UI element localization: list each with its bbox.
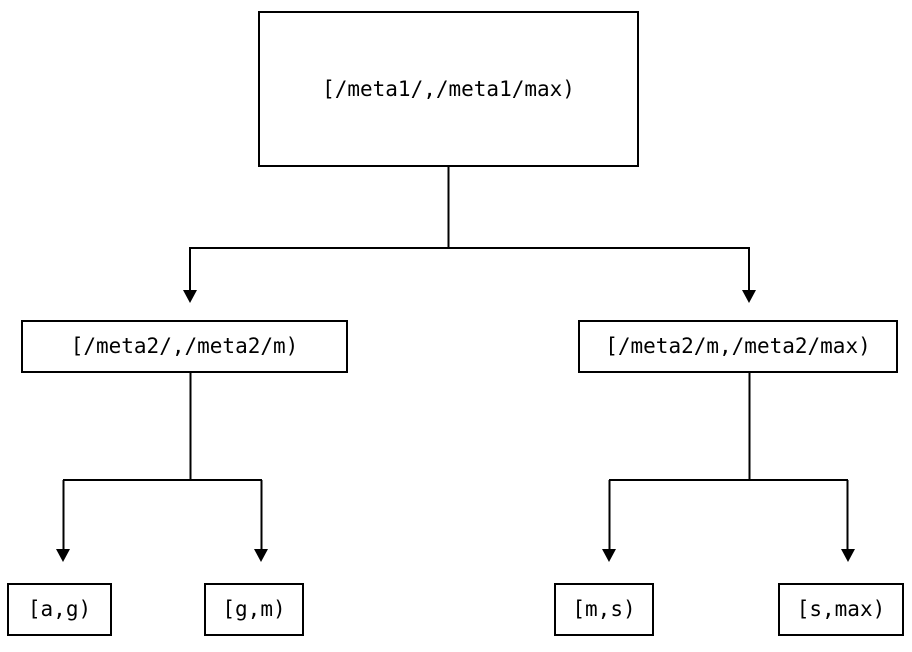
tree-node-root-label: [/meta1/,/meta1/max) xyxy=(322,76,575,101)
tree-node-leaf-3-label: [m,s) xyxy=(572,597,636,621)
tree-node-leaf-2[interactable]: [g,m) xyxy=(204,583,304,636)
tree-node-mid-right[interactable]: [/meta2/m,/meta2/max) xyxy=(578,320,898,373)
tree-node-leaf-2-label: [g,m) xyxy=(222,597,286,621)
tree-node-leaf-1-label: [a,g) xyxy=(27,597,92,621)
edge-midright-to-leaf-group xyxy=(602,373,855,562)
tree-node-leaf-3[interactable]: [m,s) xyxy=(554,583,654,636)
tree-node-leaf-4[interactable]: [s,max) xyxy=(778,583,904,636)
tree-node-leaf-1[interactable]: [a,g) xyxy=(7,583,112,636)
tree-node-leaf-4-label: [s,max) xyxy=(796,597,886,621)
arrowhead-icon-leaf-2 xyxy=(254,549,268,562)
tree-node-mid-left[interactable]: [/meta2/,/meta2/m) xyxy=(21,320,348,373)
tree-node-mid-right-label: [/meta2/m,/meta2/max) xyxy=(605,334,871,358)
arrowhead-icon-leaf-1 xyxy=(56,549,70,562)
arrowhead-icon-mid-left xyxy=(183,290,197,303)
arrowhead-icon-mid-right xyxy=(742,290,756,303)
tree-node-mid-left-label: [/meta2/,/meta2/m) xyxy=(70,334,299,358)
tree-node-root[interactable]: [/meta1/,/meta1/max) xyxy=(258,11,639,167)
arrowhead-icon-leaf-3 xyxy=(602,549,616,562)
edge-root-to-mid-group xyxy=(183,167,756,303)
arrowhead-icon-leaf-4 xyxy=(841,549,855,562)
edge-midleft-to-leaf-group xyxy=(56,373,268,562)
